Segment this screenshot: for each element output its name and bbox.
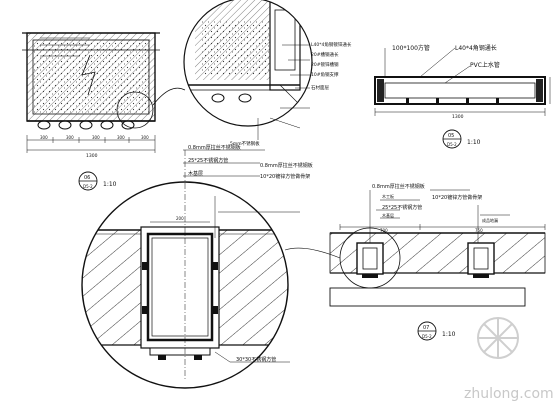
callout-wood-base: 木基层	[188, 170, 203, 177]
dim-segment-4: 300	[117, 135, 125, 140]
detail-05: 100*100方管 L40*4角钢通长 PVC上水管 1300 05 D5-2 …	[374, 44, 551, 149]
dim-width: 200	[176, 216, 184, 221]
callout-1: L40*4角钢镀锌通长	[311, 41, 352, 48]
dimension-chain	[26, 135, 156, 153]
dim-segment-3: 300	[92, 135, 100, 140]
callout-5: 石材面层	[311, 84, 329, 91]
tag-sheet: D5-2	[447, 142, 457, 147]
callout-angle-steel: L40*4角钢通长	[455, 44, 497, 52]
watermark: zhulong.com	[464, 317, 554, 402]
detail-06: 300 300 300 300 300 1300 06 D5-2 1:10	[22, 32, 160, 191]
fasteners	[406, 98, 499, 103]
callout-frame-tube: 10*20镀锌方管做骨架	[260, 173, 310, 180]
drain-bumps-row	[37, 120, 135, 130]
scale-label: 1:10	[103, 181, 117, 188]
enlarged-circle-detail-top: L40*4角钢镀锌通长 20#槽钢通长 20#镀锌槽钢 10#角钢支撑 石材面层…	[183, 0, 352, 147]
base-slab	[329, 287, 526, 307]
steel-tube-section	[146, 232, 214, 342]
leader-lines	[40, 37, 150, 57]
scale-label: 1:10	[467, 139, 481, 146]
callout-stainless-plate-2: 0.8mm厚拉丝不锈钢板	[260, 162, 313, 169]
end-post-left	[377, 79, 384, 102]
watermark-logo	[477, 317, 519, 359]
callout-30-tube: 30*30不锈钢方管	[236, 356, 276, 363]
callout-stainless-plate: 0.8mm厚拉丝不锈钢板	[372, 183, 425, 190]
break-line	[81, 54, 96, 96]
frame-inner	[384, 82, 536, 99]
callout-6: 5mm不锈钢板	[230, 140, 260, 147]
callout-frame-tube: 10*20镀锌方管做骨架	[432, 194, 482, 201]
watermark-text: zhulong.com	[464, 386, 554, 402]
callout-stainless-plate: 0.8mm厚拉丝不锈钢板	[188, 144, 241, 151]
tag-number: 06	[84, 175, 90, 181]
callout-3: 20#镀锌槽钢	[311, 61, 339, 68]
callout-pvc-pipe: PVC上水管	[470, 61, 500, 69]
dim-segment-2: 300	[66, 135, 74, 140]
dim-segment-1: 300	[40, 135, 48, 140]
infill-layer	[32, 39, 150, 115]
callout-floor-drain: 成品地漏	[482, 217, 498, 223]
reference-circle-small	[116, 91, 154, 129]
tag-sheet: D5-2	[83, 184, 93, 189]
detail-07: 0.8mm厚拉丝不锈钢板 25*25不锈钢方管 10*20镀锌方管做骨架 木工板…	[284, 183, 546, 341]
tag-sheet: D5-2	[422, 334, 432, 339]
tag-number: 05	[448, 133, 454, 139]
tag-number: 07	[423, 325, 429, 331]
callout-plywood: 木工板	[382, 193, 394, 199]
callout-wood-base: 木基层	[382, 212, 394, 218]
callout-4: 10#角钢支撑	[311, 71, 339, 78]
callout-square-tube: 25*25不锈钢方管	[188, 157, 228, 164]
scale-label: 1:10	[442, 331, 456, 338]
callout-square-tube: 25*25不锈钢方管	[382, 204, 422, 211]
callout-2: 20#槽钢通长	[311, 51, 339, 58]
end-post-right	[536, 79, 543, 102]
dim-total: 1300	[452, 114, 464, 120]
dim-segment-2: 750	[475, 228, 483, 233]
dim-segment-1: 700	[380, 228, 388, 233]
reference-leader	[152, 87, 186, 106]
dim-segment-5: 300	[141, 135, 149, 140]
dim-total: 1300	[86, 153, 98, 159]
callout-box-tube: 100*100方管	[392, 44, 430, 52]
